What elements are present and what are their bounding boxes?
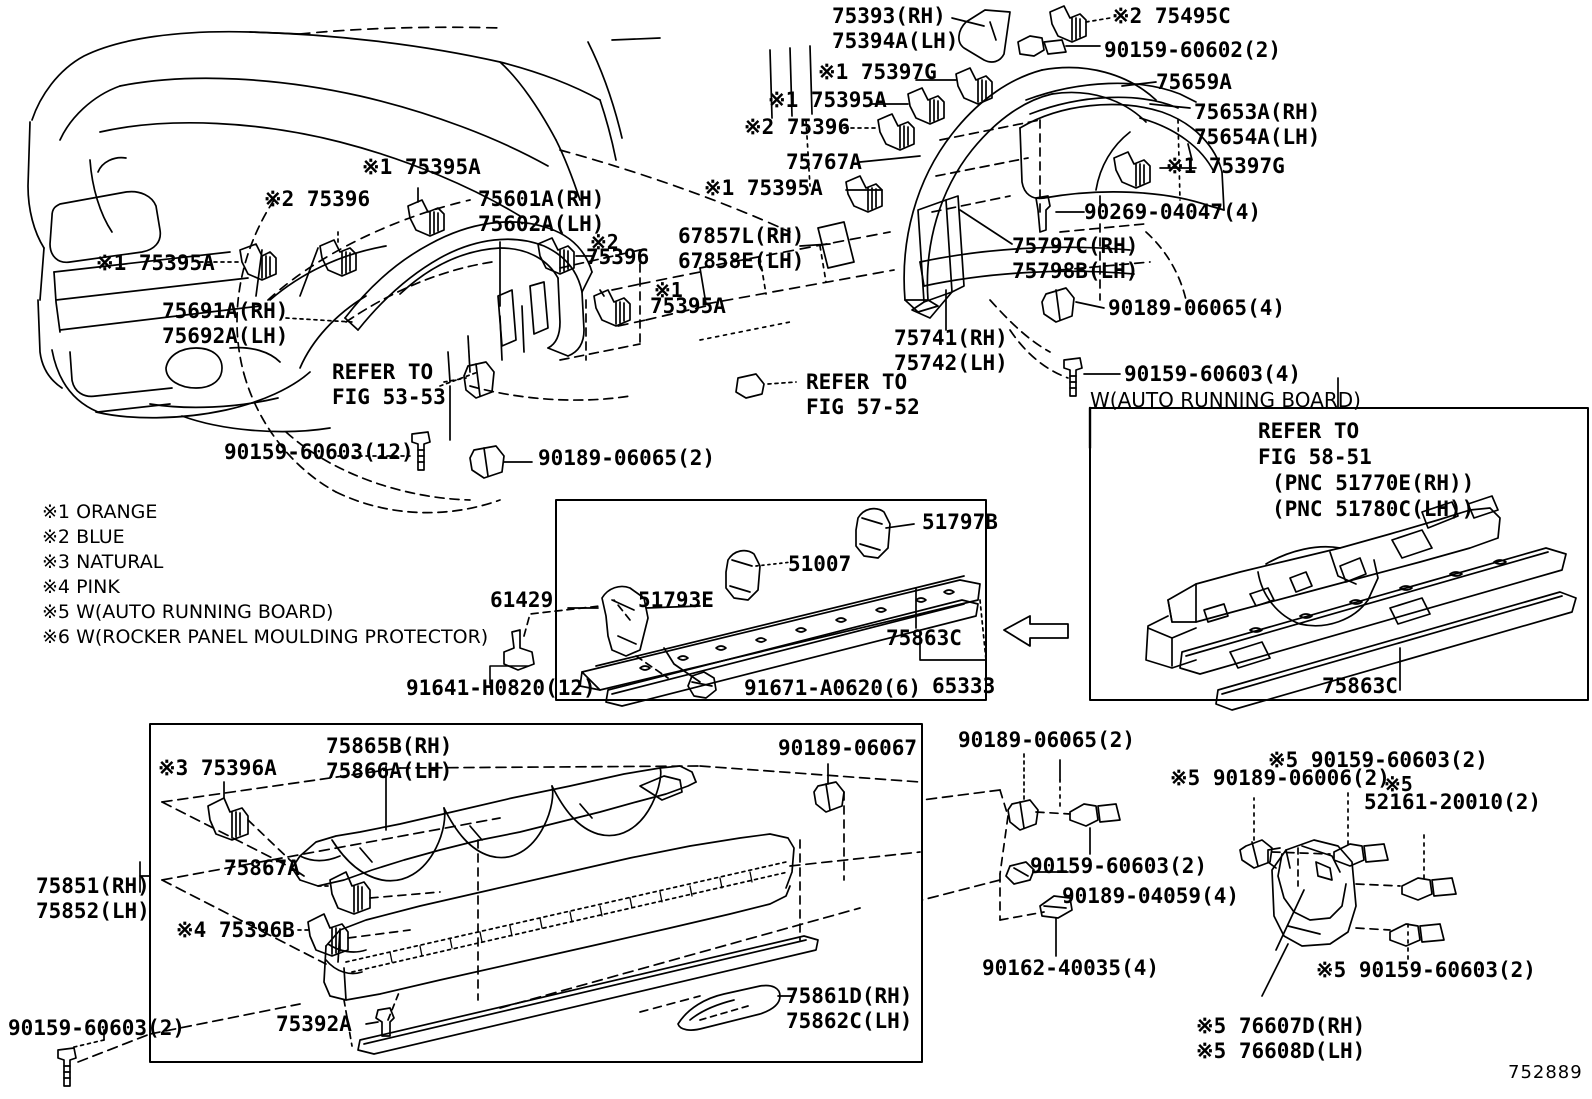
label-90159-60602: 90159-60602(2) [1104,38,1282,62]
label-90159-60603-bottomleft: 90159-60603(2) [8,1016,186,1040]
label-90159-60603-mudguard-bottom: ※5 90159-60603(2) [1316,958,1536,982]
label-75601a-rh: 75601A(RH) [478,187,605,211]
legend-mark-2: ※2 [42,526,71,548]
legend-item-4: ※4 PINK [42,575,120,600]
label-refer-fig57-52-a: REFER TO [806,370,908,394]
label-75396a: ※3 75396A [158,756,277,780]
label-90269-04047: 90269-04047(4) [1084,200,1262,224]
label-75396-hood: ※2 75396 [264,187,371,211]
label-refer-fig58-51-b: FIG 58-51 [1258,445,1372,469]
label-pnc-51770e-rh: (PNC 51770E(RH)) [1272,471,1475,495]
label-75692a-lh: 75692A(LH) [162,324,289,348]
label-refer-fig58-51-a: REFER TO [1258,419,1360,443]
label-75394a-lh: 75394A(LH) [832,29,959,53]
label-75395a-sill: ※1 75395A [704,176,823,200]
label-pnc-51780c-lh: (PNC 51780C(LH)) [1272,497,1475,521]
legend-mark-4: ※4 [42,576,71,598]
label-75767a: 75767A [786,150,862,174]
label-51797b: 51797B [922,510,998,534]
label-75659a: 75659A [1156,70,1232,94]
label-refer-fig53-53-b: FIG 53-53 [332,385,446,409]
label-75395a-fender: ※1 75395A [96,251,215,275]
label-75396-flare: ※2 75396 [744,115,851,139]
legend-text-2: BLUE [76,526,125,548]
label-91641-h0820: 91641-H0820(12) [406,676,596,700]
legend-text-5: W(AUTO RUNNING BOARD) [76,601,334,623]
label-75863c-rail: 75863C [886,626,962,650]
legend-item-5: ※5 W(AUTO RUNNING BOARD) [42,600,333,625]
label-75866a-lh: 75866A(LH) [326,759,453,783]
label-75867a: 75867A [224,856,300,880]
label-90162-40035: 90162-40035(4) [982,956,1160,980]
legend-text-4: PINK [76,576,120,598]
label-75397g-lower: ※1 75397G [1166,154,1285,178]
label-refer-fig53-53-a: REFER TO [332,360,434,384]
legend-mark-6: ※6 [42,626,71,648]
legend-text-1: ORANGE [76,501,158,523]
label-75861d-rh: 75861D(RH) [786,984,913,1008]
label-90159-60603-flare: 90159-60603(4) [1124,362,1302,386]
label-75395a-flare: ※1 75395A [768,88,887,112]
label-90159-60603-cluster: 90159-60603(2) [1030,854,1208,878]
label-mark5-mudguard: ※5 [1384,772,1413,796]
label-90189-06006: ※5 90189-06006(2) [1170,766,1390,790]
label-75395a-front: 75395A [650,294,726,318]
figure-number: 752889 [1508,1062,1583,1083]
legend-item-3: ※3 NATURAL [42,550,163,575]
legend-text-6: W(ROCKER PANEL MOULDING PROTECTOR) [76,626,489,648]
label-51007: 51007 [788,552,852,576]
legend-item-6: ※6 W(ROCKER PANEL MOULDING PROTECTOR) [42,625,488,650]
label-75495c: ※2 75495C [1112,4,1231,28]
label-75742-lh: 75742(LH) [894,351,1008,375]
label-67858e-lh: 67858E(LH) [678,249,805,273]
label-75741-rh: 75741(RH) [894,326,1008,350]
label-75851-rh: 75851(RH) [36,874,150,898]
label-75397g-upper: ※1 75397G [818,60,937,84]
label-75393-rh: 75393(RH) [832,4,946,28]
legend-mark-1: ※1 [42,501,71,523]
label-76607d-rh: ※5 76607D(RH) [1196,1014,1366,1038]
label-52161-20010: 52161-20010(2) [1364,790,1542,814]
label-76608d-lh: ※5 76608D(LH) [1196,1039,1366,1063]
label-75602a-lh: 75602A(LH) [478,212,605,236]
label-61429: 61429 [490,588,554,612]
label-75396b: ※4 75396B [176,918,295,942]
label-75798b-lh: 75798B(LH) [1012,259,1139,283]
label-91671-a0620: 91671-A0620(6) [744,676,922,700]
label-75863c-runningboard: 75863C [1322,674,1398,698]
label-75862c-lh: 75862C(LH) [786,1009,913,1033]
label-refer-fig57-52-b: FIG 57-52 [806,395,920,419]
label-65333: 65333 [932,674,996,698]
label-90159-60603-mudguard-top: ※5 90159-60603(2) [1268,748,1488,772]
label-75654a-lh: 75654A(LH) [1194,125,1321,149]
label-75691a-rh: 75691A(RH) [162,299,289,323]
legend-text-3: NATURAL [76,551,164,573]
label-mark1-front: ※1 [654,278,683,302]
label-75395a-hood: ※1 75395A [362,155,481,179]
label-90159-60603-12: 90159-60603(12) [224,440,414,464]
label-75797c-rh: 75797C(RH) [1012,234,1139,258]
label-90189-04059: 90189-04059(4) [1062,884,1240,908]
label-90189-06067: 90189-06067 [778,736,918,760]
legend-mark-5: ※5 [42,601,71,623]
label-75865b-rh: 75865B(RH) [326,734,453,758]
label-auto-running-board-caption: W(AUTO RUNNING BOARD) [1090,388,1361,412]
legend-item-2: ※2 BLUE [42,525,125,550]
label-75392a: 75392A [276,1012,352,1036]
label-75396-front: 75396 [586,245,650,269]
label-51793e: 51793E [638,588,714,612]
label-75852-lh: 75852(LH) [36,899,150,923]
label-90189-06065-cluster: 90189-06065(2) [958,728,1136,752]
label-90189-06065-flare: 90189-06065(4) [1108,296,1286,320]
legend-mark-3: ※3 [42,551,71,573]
label-90189-06065-2: 90189-06065(2) [538,446,716,470]
label-75653a-rh: 75653A(RH) [1194,100,1321,124]
legend-item-1: ※1 ORANGE [42,500,157,525]
label-mark2-front: ※2 [590,230,619,254]
label-67857l-rh: 67857L(RH) [678,224,805,248]
